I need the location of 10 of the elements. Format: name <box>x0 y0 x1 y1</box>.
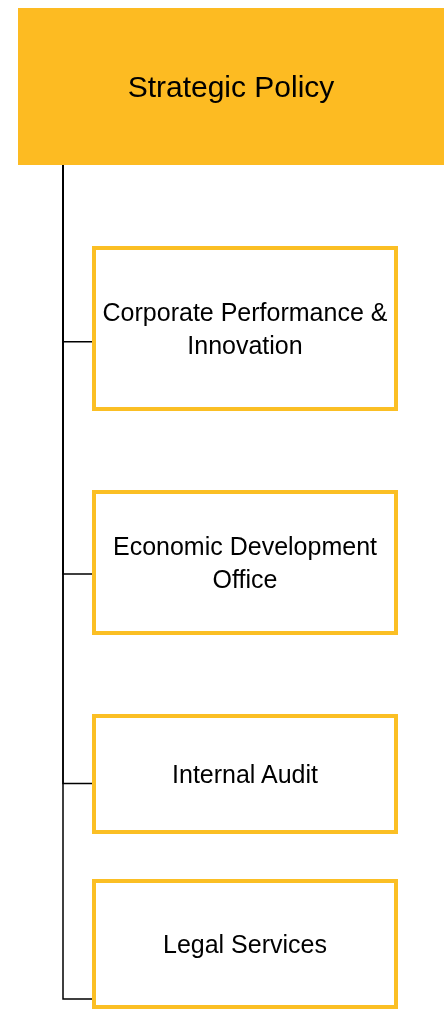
unit-box <box>92 879 398 1009</box>
unit-name: Internal Audit <box>172 758 318 790</box>
unit-name: Corporate Performance & Innovation <box>102 297 388 361</box>
unit-box <box>92 246 398 411</box>
unit-name: Economic Development Office <box>112 531 378 595</box>
unit-box <box>92 714 398 834</box>
unit-name: Strategic Policy <box>127 69 335 104</box>
department-header-box <box>18 8 444 165</box>
unit-box <box>92 490 398 635</box>
unit-name: Legal Services <box>163 928 327 960</box>
